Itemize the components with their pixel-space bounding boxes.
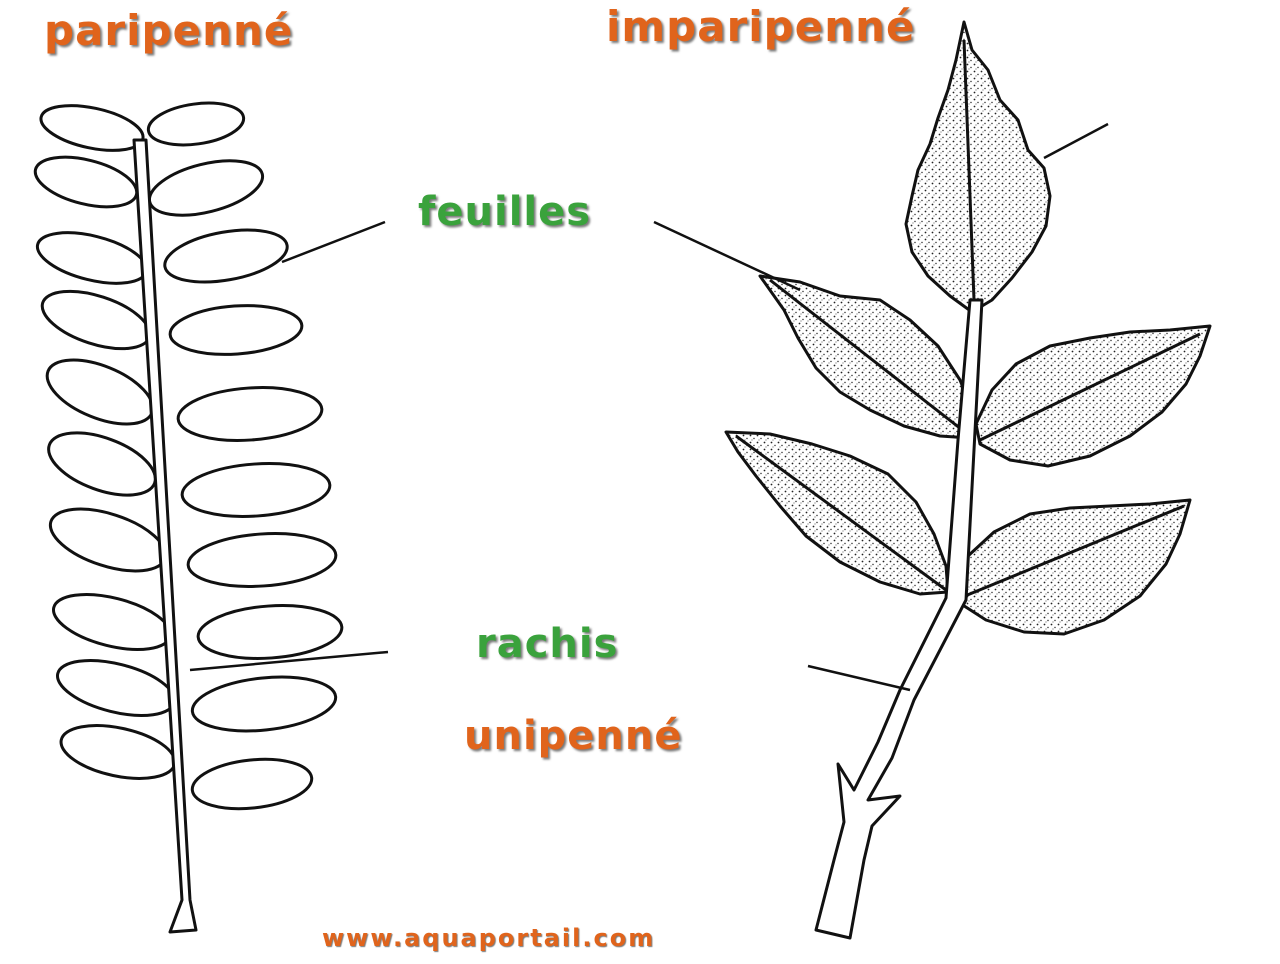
right-leaflets xyxy=(146,101,344,811)
paripinnate-leaf xyxy=(33,101,389,934)
label-feuilles: feuilles xyxy=(418,189,592,235)
imparipinnate-leaf xyxy=(653,20,1212,940)
right-rachis-pointer xyxy=(807,664,911,692)
lower-left-leaflet xyxy=(724,430,950,596)
leaflet-midribs xyxy=(735,39,1201,600)
right-leaflet-pointer xyxy=(1043,122,1109,160)
upper-right-leaflet xyxy=(974,324,1212,468)
website-watermark: www.aquaportail.com xyxy=(322,924,656,952)
left-rachis-pointer xyxy=(189,650,389,672)
left-feuilles-pointer xyxy=(281,220,386,264)
label-unipenne: unipenné xyxy=(464,713,683,759)
label-rachis: rachis xyxy=(476,621,619,667)
title-paripenne: paripenné xyxy=(44,6,294,55)
lower-right-leaflet xyxy=(950,498,1192,636)
right-feuilles-pointer xyxy=(653,220,801,292)
right-rachis xyxy=(814,298,984,940)
left-rachis xyxy=(132,138,198,934)
title-imparipenne: imparipenné xyxy=(606,2,916,51)
terminal-leaflet xyxy=(904,20,1052,314)
